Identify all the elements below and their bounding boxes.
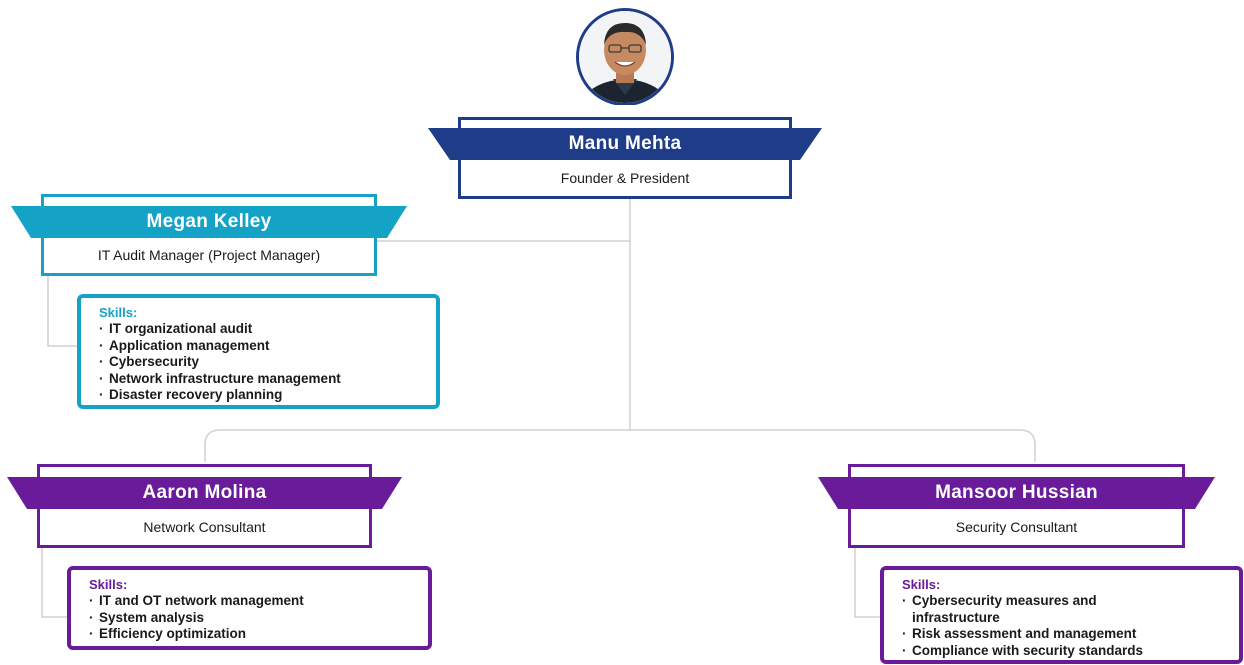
aaron-name: Aaron Molina	[142, 482, 267, 503]
member-card-megan: Megan Kelley IT Audit Manager (Project M…	[11, 194, 407, 278]
skill-item: Disaster recovery planning	[99, 387, 424, 404]
aaron-role: Network Consultant	[143, 519, 266, 535]
member-card-mansoor: Mansoor Hussian Security Consultant	[818, 464, 1215, 548]
skills-box-aaron: Skills: IT and OT network management Sys…	[67, 566, 432, 650]
skills-heading: Skills:	[99, 305, 138, 320]
founder-avatar	[545, 5, 705, 106]
megan-name: Megan Kelley	[146, 211, 272, 232]
skills-link-megan	[47, 274, 78, 347]
skill-item: Cybersecurity	[99, 354, 424, 371]
founder-role: Founder & President	[560, 170, 690, 186]
branch-line-consultants	[204, 429, 1036, 462]
skills-link-mansoor	[854, 545, 880, 618]
skills-link-aaron	[41, 545, 68, 618]
founder-card: Manu Mehta Founder & President	[428, 117, 822, 200]
skill-item: IT and OT network management	[89, 593, 416, 610]
skill-item: Cybersecurity measures and	[902, 593, 1227, 610]
skill-item: Risk assessment and management	[902, 626, 1227, 643]
skill-item-continuation: infrastructure	[912, 609, 1000, 625]
skills-box-mansoor: Skills: Cybersecurity measures and infra…	[880, 566, 1243, 664]
skills-box-megan: Skills: IT organizational audit Applicat…	[77, 294, 440, 409]
skill-item: Compliance with security standards	[902, 643, 1227, 660]
skill-item: System analysis	[89, 610, 416, 627]
skills-heading: Skills:	[89, 577, 128, 592]
skill-item: IT organizational audit	[99, 321, 424, 338]
megan-role: IT Audit Manager (Project Manager)	[97, 247, 321, 263]
skill-item: Efficiency optimization	[89, 626, 416, 643]
mansoor-name: Mansoor Hussian	[935, 482, 1098, 503]
skills-heading: Skills:	[902, 577, 941, 592]
founder-name: Manu Mehta	[568, 133, 682, 154]
member-card-aaron: Aaron Molina Network Consultant	[7, 464, 402, 548]
skill-item: Network infrastructure management	[99, 371, 424, 388]
skill-item: Application management	[99, 338, 424, 355]
mansoor-role: Security Consultant	[955, 519, 1078, 535]
